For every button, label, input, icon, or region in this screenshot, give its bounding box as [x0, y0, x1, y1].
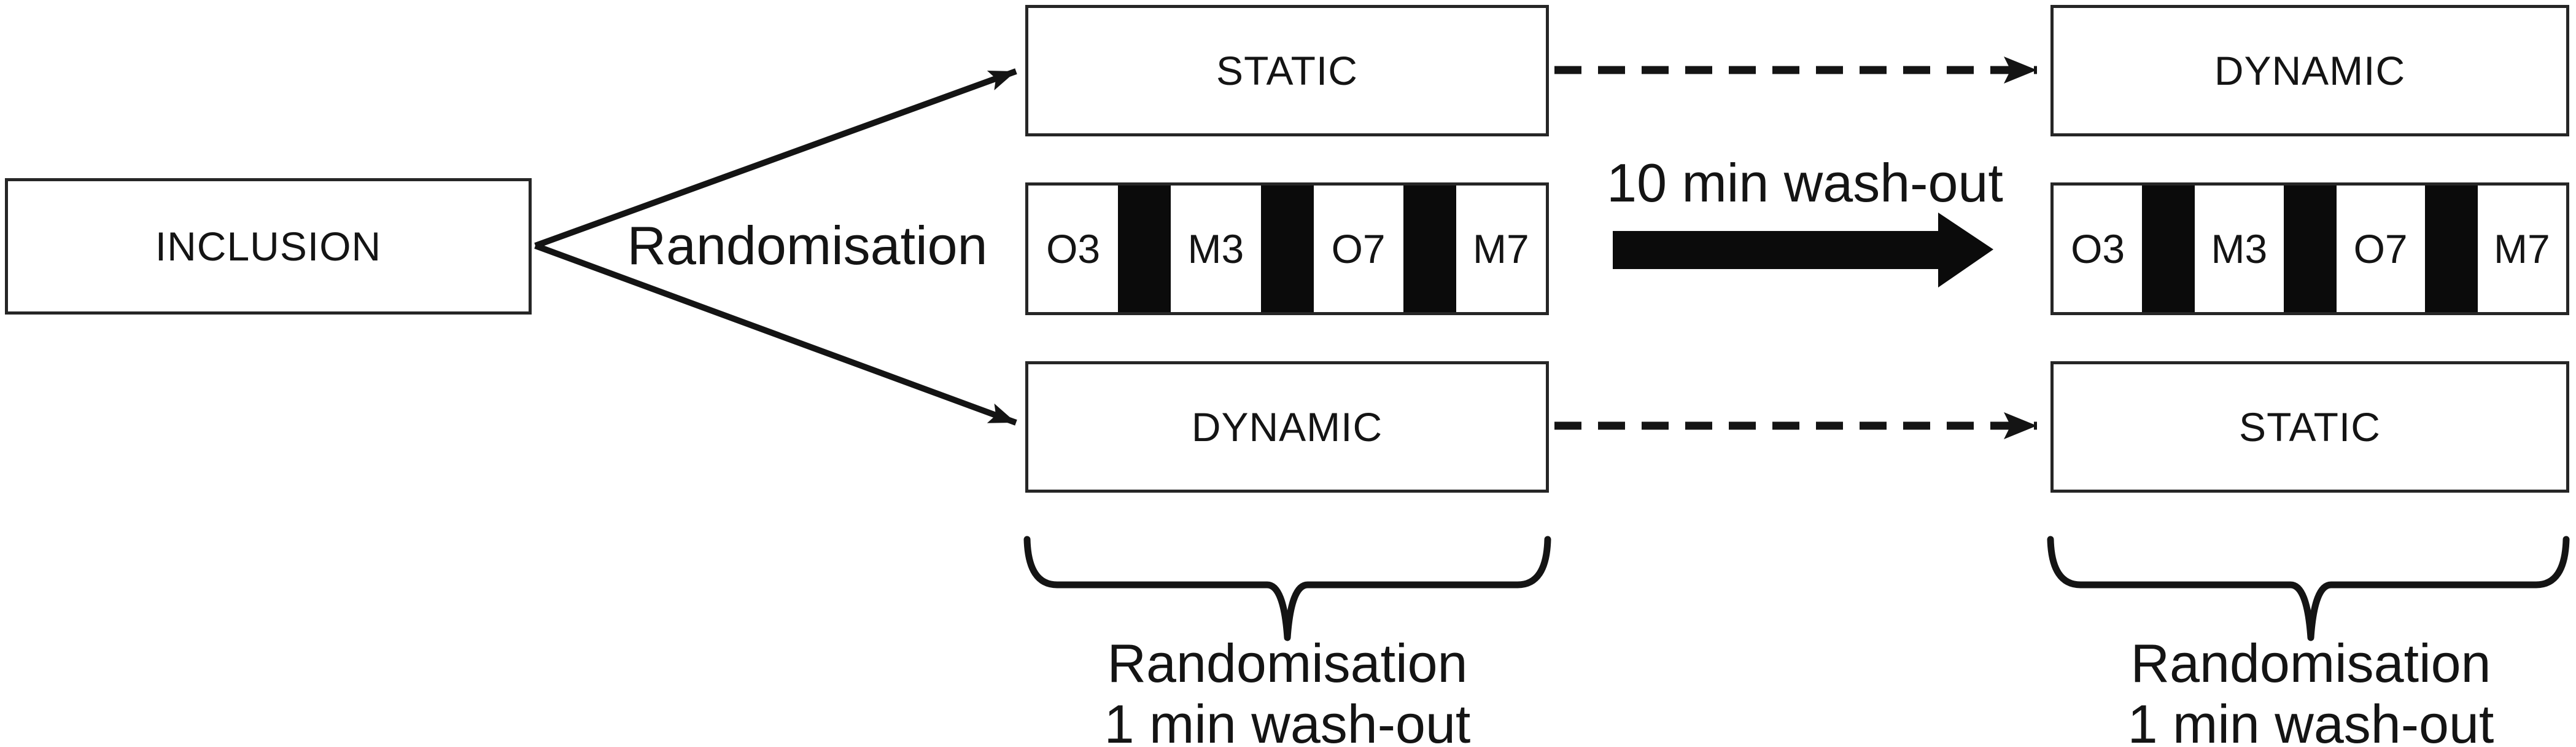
sequence-separator-bar — [2424, 186, 2478, 312]
washout-label: 10 min wash-out — [1607, 152, 2003, 213]
left-sequence-box: O3 M3 O7 M7 — [1025, 182, 1549, 315]
sequence-segment: O3 — [1046, 226, 1101, 272]
right-top-box-label: DYNAMIC — [2214, 48, 2406, 93]
sequence-segment: M7 — [2494, 226, 2550, 272]
sequence-segment: O7 — [2353, 226, 2408, 272]
sequence-separator-bar — [1403, 186, 1456, 312]
right-bottom-box: STATIC — [2050, 361, 2569, 493]
sequence-segment: O3 — [2071, 226, 2125, 272]
sequence-segment: M7 — [1473, 226, 1529, 272]
randomisation-label: Randomisation — [627, 215, 988, 276]
sequence-separator-bar — [2283, 186, 2337, 312]
underbrace-right-icon — [2047, 536, 2570, 641]
right-top-box: DYNAMIC — [2050, 5, 2569, 136]
sequence-separator-bar — [1118, 186, 1171, 312]
washout-arrow-icon — [1613, 213, 1993, 287]
right-sequence-box: O3 M3 O7 M7 — [2050, 182, 2569, 315]
right-bottom-box-label: STATIC — [2239, 404, 2381, 450]
sequence-segment: M3 — [2211, 226, 2268, 272]
right-brace-caption-line1: Randomisation — [2130, 633, 2491, 694]
sequence-segment: O7 — [1331, 226, 1386, 272]
left-top-box: STATIC — [1025, 5, 1549, 136]
right-brace-caption: Randomisation 1 min wash-out — [2035, 633, 2576, 747]
inclusion-label: INCLUSION — [155, 224, 382, 269]
left-bottom-box: DYNAMIC — [1025, 361, 1549, 493]
underbrace-left-icon — [1023, 536, 1551, 641]
left-brace-caption: Randomisation 1 min wash-out — [1011, 633, 1564, 747]
sequence-segment: M3 — [1187, 226, 1244, 272]
sequence-separator-bar — [1260, 186, 1314, 312]
left-top-box-label: STATIC — [1216, 48, 1358, 93]
sequence-separator-bar — [2142, 186, 2195, 312]
inclusion-box: INCLUSION — [5, 178, 532, 315]
right-brace-caption-line2: 1 min wash-out — [2127, 694, 2494, 747]
left-brace-caption-line1: Randomisation — [1107, 633, 1468, 694]
left-bottom-box-label: DYNAMIC — [1191, 404, 1383, 450]
left-brace-caption-line2: 1 min wash-out — [1104, 694, 1471, 747]
